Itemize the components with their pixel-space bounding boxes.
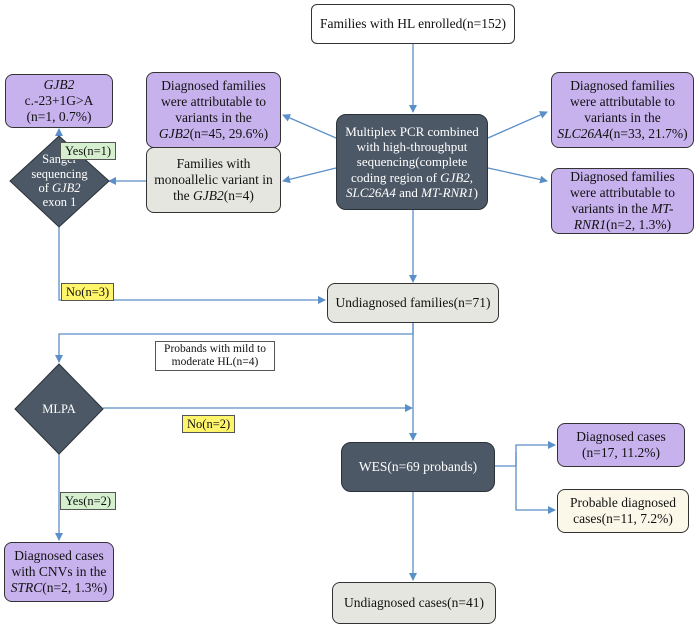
yes2-label: Yes(n=2) bbox=[60, 492, 117, 511]
no2-label: No(n=2) bbox=[182, 415, 236, 434]
enrolled-text: Families with HL enrolled(n=152) bbox=[320, 16, 506, 32]
probable-diagnosed-text: Probable diagnosed cases(n=11, 7.2%) bbox=[569, 495, 677, 526]
diagnosed-gjb2-text: Diagnosed families were attributable to … bbox=[158, 78, 269, 141]
diagnosed-cases-box: Diagnosed cases (n=17, 11.2%) bbox=[557, 423, 685, 467]
diagnosed-cases-text: Diagnosed cases (n=17, 11.2%) bbox=[576, 429, 666, 460]
undiagnosed-families-box: Undiagnosed families(n=71) bbox=[327, 283, 499, 323]
monoallelic-box: Families with monoallelic variant in the… bbox=[146, 147, 281, 213]
arrow-multiplex-to-slc26a4 bbox=[487, 111, 548, 139]
mild-moderate-label: Probands with mild to moderate HL(n=4) bbox=[155, 341, 275, 372]
wes-box: WES(n=69 probands) bbox=[341, 442, 495, 492]
diagnosed-mtrnr1-text: Diagnosed families were attributable to … bbox=[570, 169, 675, 232]
yes1-label: Yes(n=1) bbox=[60, 142, 117, 161]
cnv-box: Diagnosed cases with CNVs in the STRC(n=… bbox=[4, 542, 114, 602]
arrow-multiplex-to-monoallelic bbox=[282, 167, 337, 184]
arrow-multiplex-to-mtrnr1 bbox=[487, 167, 548, 184]
probable-diagnosed-box: Probable diagnosed cases(n=11, 7.2%) bbox=[557, 489, 689, 533]
arrow-wes-branch bbox=[495, 452, 517, 467]
arrow-wes-to-probable bbox=[515, 466, 556, 514]
gjb2-variant-text: GJB2 c.-23+1G>A (n=1, 0.7%) bbox=[24, 77, 94, 124]
gjb2-variant-box: GJB2 c.-23+1G>A (n=1, 0.7%) bbox=[5, 74, 113, 128]
enrolled-box: Families with HL enrolled(n=152) bbox=[311, 4, 515, 44]
arrow-multiplex-to-gjb2 bbox=[282, 114, 337, 139]
no3-label: No(n=3) bbox=[61, 283, 115, 302]
undiagnosed-families-text: Undiagnosed families(n=71) bbox=[335, 295, 491, 311]
cnv-text: Diagnosed cases with CNVs in the STRC(n=… bbox=[10, 548, 108, 595]
arrow-sanger-no-to-undiag bbox=[58, 227, 326, 304]
multiplex-pcr-box: Multiplex PCR combined with high-through… bbox=[336, 114, 488, 210]
undiagnosed-cases-text: Undiagnosed cases(n=41) bbox=[344, 595, 484, 611]
diagnosed-mtrnr1-box: Diagnosed families were attributable to … bbox=[551, 168, 694, 234]
multiplex-pcr-text: Multiplex PCR combined with high-through… bbox=[345, 123, 479, 200]
diagnosed-slc26a4-box: Diagnosed families were attributable to … bbox=[551, 72, 694, 148]
sanger-text: Sanger sequencing of GJB2 exon 1 bbox=[31, 152, 88, 210]
diagnosed-gjb2-box: Diagnosed families were attributable to … bbox=[146, 72, 281, 148]
mlpa-diamond bbox=[14, 363, 104, 455]
undiagnosed-cases-box: Undiagnosed cases(n=41) bbox=[332, 582, 496, 624]
mlpa-text: MLPA bbox=[42, 401, 76, 416]
monoallelic-text: Families with monoallelic variant in the… bbox=[154, 156, 273, 203]
arrow-wes-to-diag bbox=[515, 441, 556, 466]
diagnosed-slc26a4-text: Diagnosed families were attributable to … bbox=[557, 78, 688, 141]
wes-text: WES(n=69 probands) bbox=[358, 459, 478, 475]
